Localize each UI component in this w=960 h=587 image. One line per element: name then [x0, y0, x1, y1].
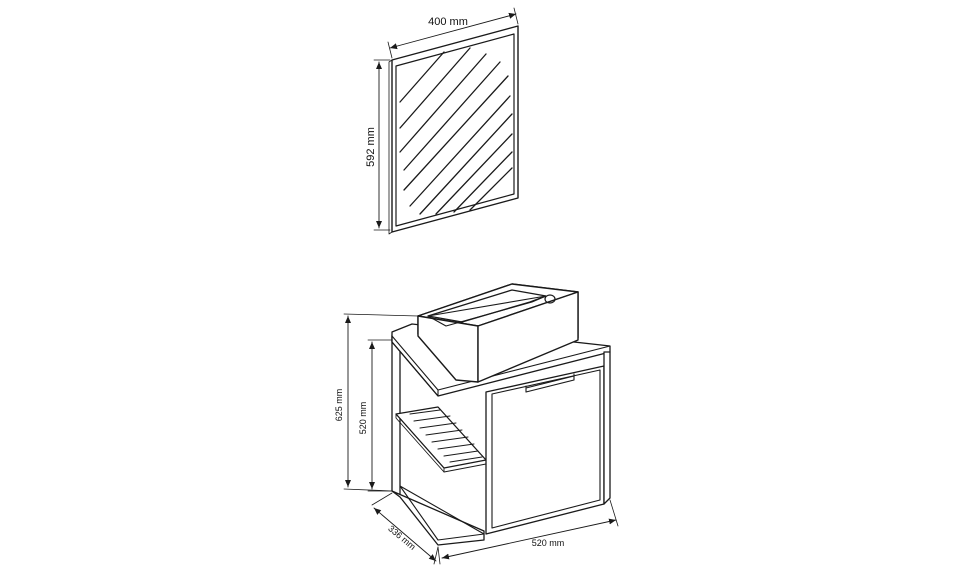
sink-basin	[417, 283, 579, 383]
mirror-width-label: 400 mm	[428, 16, 468, 28]
cabinet-width-dimension: 520 mm	[437, 499, 619, 565]
cabinet-total-height-label: 625 mm	[334, 389, 344, 422]
cabinet-depth-label: 336 mm	[386, 523, 417, 552]
mirror-height-label: 592 mm	[365, 127, 377, 167]
mirror-reflection-lines	[399, 47, 513, 215]
shelf-hatch-lines	[409, 409, 483, 463]
door-handle	[525, 373, 575, 393]
cabinet-body-height-label: 520 mm	[358, 402, 368, 435]
cabinet-body-height-dimension: 520 mm	[358, 339, 393, 492]
mirror-width-dimension: 400 mm	[387, 7, 519, 59]
mirror-height-dimension: 592 mm	[365, 59, 391, 231]
mirror: 400 mm 592 mm	[365, 7, 519, 235]
open-shelf	[395, 406, 487, 473]
vanity-cabinet: 625 mm 520 mm 336 mm 520 mm	[334, 283, 619, 565]
cabinet-width-label: 520 mm	[532, 538, 565, 548]
